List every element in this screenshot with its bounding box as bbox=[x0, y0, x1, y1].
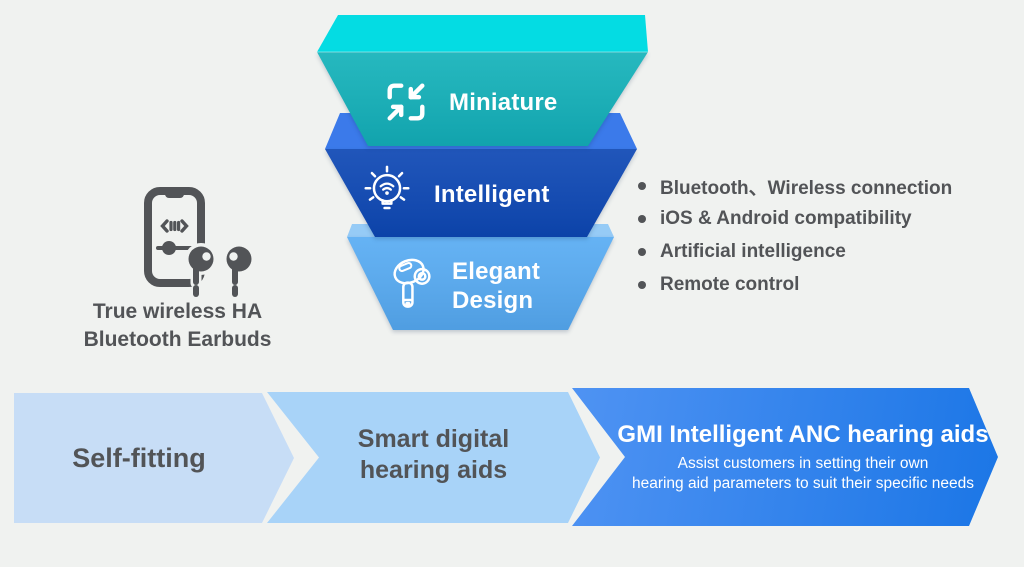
process-step-description: Assist customers in setting their own he… bbox=[631, 454, 975, 492]
process-step-self-fitting: Self-fitting bbox=[14, 393, 294, 523]
funnel-level-1 bbox=[317, 15, 648, 146]
process-step-title: GMI Intelligent ANC hearing aids bbox=[617, 420, 989, 448]
feature-item: Bluetooth、Wireless connection bbox=[638, 176, 952, 199]
bullet-dot-icon bbox=[638, 248, 646, 256]
feature-list: Bluetooth、Wireless connection iOS & Andr… bbox=[638, 176, 952, 308]
funnel-level-2-shading bbox=[325, 149, 637, 237]
funnel-level-2-content: Intelligent bbox=[360, 165, 550, 222]
feature-text: Remote control bbox=[660, 274, 800, 295]
bullet-dot-icon bbox=[638, 281, 646, 289]
feature-item: Remote control bbox=[638, 274, 952, 295]
feature-text: iOS & Android compatibility bbox=[660, 208, 912, 229]
process-step-gmi-anc: GMI Intelligent ANC hearing aids Assist … bbox=[572, 388, 998, 526]
earbud-icon bbox=[393, 258, 431, 308]
funnel-level-3-label: Elegant Design bbox=[452, 258, 541, 314]
funnel-level-3-content: Elegant Design bbox=[386, 252, 540, 320]
bullet-dot-icon bbox=[638, 215, 646, 223]
funnel-level-1-content: Miniature bbox=[383, 76, 557, 128]
funnel-level-1-top-face bbox=[317, 15, 648, 52]
feature-text: Artificial intelligence bbox=[660, 241, 846, 262]
funnel-level-1-shading bbox=[317, 52, 648, 146]
product-name: True wireless HA Bluetooth Earbuds bbox=[83, 300, 272, 351]
earbud-right-glyph bbox=[226, 246, 252, 297]
shrink-arrows-icon bbox=[387, 83, 425, 121]
process-step-smart-digital: Smart digital hearing aids bbox=[267, 392, 600, 523]
phone-with-earbuds-icon bbox=[144, 187, 252, 297]
process-step-label: Smart digital hearing aids bbox=[357, 424, 510, 484]
funnel-level-2-label: Intelligent bbox=[434, 180, 550, 208]
feature-item: iOS & Android compatibility bbox=[638, 208, 952, 229]
funnel-level-1-label: Miniature bbox=[449, 88, 558, 116]
bullet-dot-icon bbox=[638, 182, 646, 190]
earbud-left-glyph bbox=[185, 243, 217, 297]
feature-item: Artificial intelligence bbox=[638, 241, 952, 262]
process-step-label: Self-fitting bbox=[72, 442, 206, 473]
smart-lightbulb-icon bbox=[364, 165, 410, 210]
feature-text: Bluetooth、Wireless connection bbox=[660, 177, 953, 199]
